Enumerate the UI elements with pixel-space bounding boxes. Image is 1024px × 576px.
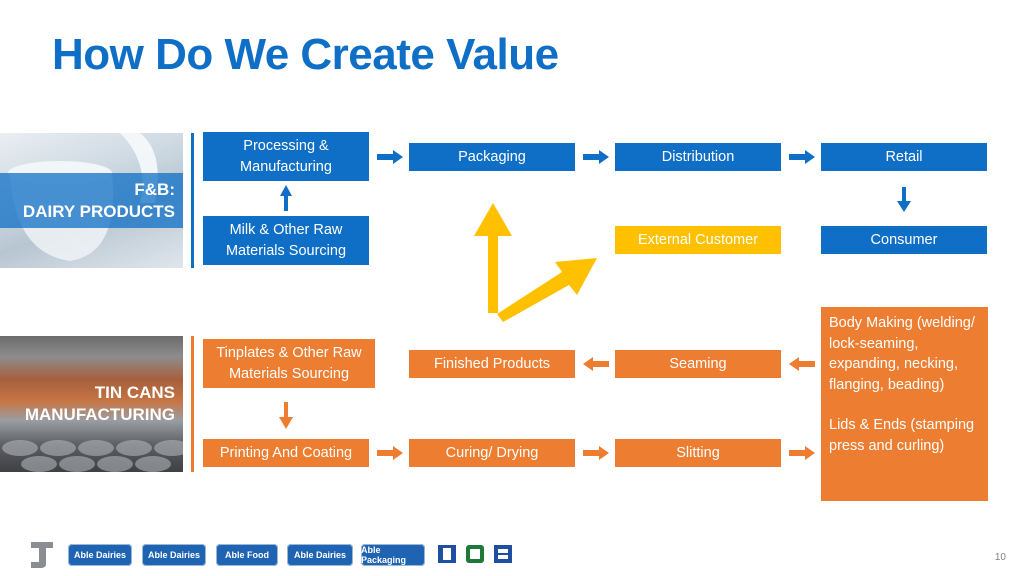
- dairy-label-line1: F&B:: [134, 180, 175, 199]
- page-number: 10: [994, 552, 1006, 563]
- arrow-processing-to-packaging: [377, 150, 403, 164]
- dairy-photo: F&B: DAIRY PRODUCTS: [0, 133, 183, 268]
- dairy-label-line2: DAIRY PRODUCTS: [22, 202, 175, 221]
- consumer-box: Consumer: [821, 226, 987, 254]
- logo-label-3: Able Food: [225, 550, 269, 560]
- retail-label: Retail: [885, 148, 923, 165]
- tin-photo: TIN CANS MANUFACTURING: [0, 336, 183, 472]
- milk-sourcing-box: Milk & Other Raw Materials Sourcing: [203, 216, 369, 265]
- logo-able-dairies-1: Able Dairies: [68, 544, 132, 566]
- arrow-packaging-to-distribution: [583, 150, 609, 164]
- packaging-label: Packaging: [458, 148, 526, 165]
- distribution-box: Distribution: [615, 143, 781, 171]
- arrow-curing-to-slitting: [583, 446, 609, 460]
- curing-label: Curing/ Drying: [445, 444, 539, 461]
- logo-able-packaging: Able Packaging: [361, 544, 425, 566]
- tin-label-line2: MANUFACTURING: [24, 405, 175, 424]
- lids-label: Lids & Ends (stamping press and curling): [829, 417, 975, 454]
- seaming-label: Seaming: [669, 355, 727, 372]
- processing-label: Processing & Manufacturing: [240, 137, 332, 175]
- tin-cans-image: [2, 440, 183, 472]
- distribution-label: Distribution: [661, 148, 735, 165]
- arrow-tinplates-to-printing: [279, 402, 293, 429]
- slitting-label: Slitting: [676, 444, 720, 461]
- tinplates-sourcing-label: Tinplates & Other Raw Materials Sourcing: [216, 344, 362, 382]
- printing-box: Printing And Coating: [203, 439, 369, 467]
- milk-sourcing-label: Milk & Other Raw Materials Sourcing: [225, 221, 347, 259]
- external-customer-box: External Customer: [615, 226, 781, 254]
- logo-able-food: Able Food: [216, 544, 278, 566]
- arrow-printing-to-curing: [377, 446, 403, 460]
- logo-label-1: Able Dairies: [73, 550, 127, 560]
- tin-label: TIN CANS MANUFACTURING: [25, 382, 175, 426]
- body-making-box: Body Making (welding/ lock-seaming, expa…: [821, 307, 988, 501]
- partner-logos-icon: [438, 545, 512, 563]
- arrow-finished-to-packaging: [474, 203, 512, 313]
- tin-label-line1: TIN CANS: [94, 383, 175, 402]
- finished-products-box: Finished Products: [409, 350, 575, 378]
- arrow-distribution-to-retail: [789, 150, 815, 164]
- arrow-finished-to-external-customer: [497, 258, 597, 322]
- slitting-box: Slitting: [615, 439, 781, 467]
- dairy-label-band: [0, 173, 183, 228]
- logo-label-2: Able Dairies: [147, 550, 201, 560]
- curing-box: Curing/ Drying: [409, 439, 575, 467]
- consumer-label: Consumer: [870, 231, 938, 248]
- company-logo-icon: [31, 542, 53, 568]
- arrow-slitting-to-lids: [789, 446, 815, 460]
- dairy-label: F&B: DAIRY PRODUCTS: [23, 179, 175, 223]
- logo-label-5: Able Packaging: [361, 545, 407, 565]
- arrow-seaming-to-finished: [583, 357, 609, 371]
- tinplates-sourcing-box: Tinplates & Other Raw Materials Sourcing: [203, 339, 375, 388]
- body-making-label: Body Making (welding/ lock-seaming, expa…: [829, 315, 975, 393]
- logo-label-4: Able Dairies: [293, 550, 347, 560]
- page-title: How Do We Create Value: [52, 30, 559, 79]
- logo-able-dairies-2: Able Dairies: [142, 544, 206, 566]
- arrow-retail-to-consumer: [897, 187, 911, 212]
- packaging-box: Packaging: [409, 143, 575, 171]
- arrow-sourcing-to-processing: [280, 185, 292, 211]
- processing-box: Processing & Manufacturing: [203, 132, 369, 181]
- dairy-divider: [191, 133, 194, 268]
- seaming-box: Seaming: [615, 350, 781, 378]
- external-customer-label: External Customer: [637, 231, 759, 248]
- tin-divider: [191, 336, 194, 472]
- retail-box: Retail: [821, 143, 987, 171]
- arrow-body-to-seaming: [789, 357, 815, 371]
- printing-label: Printing And Coating: [219, 444, 353, 461]
- finished-products-label: Finished Products: [433, 355, 551, 372]
- logo-able-dairies-3: Able Dairies: [287, 544, 353, 566]
